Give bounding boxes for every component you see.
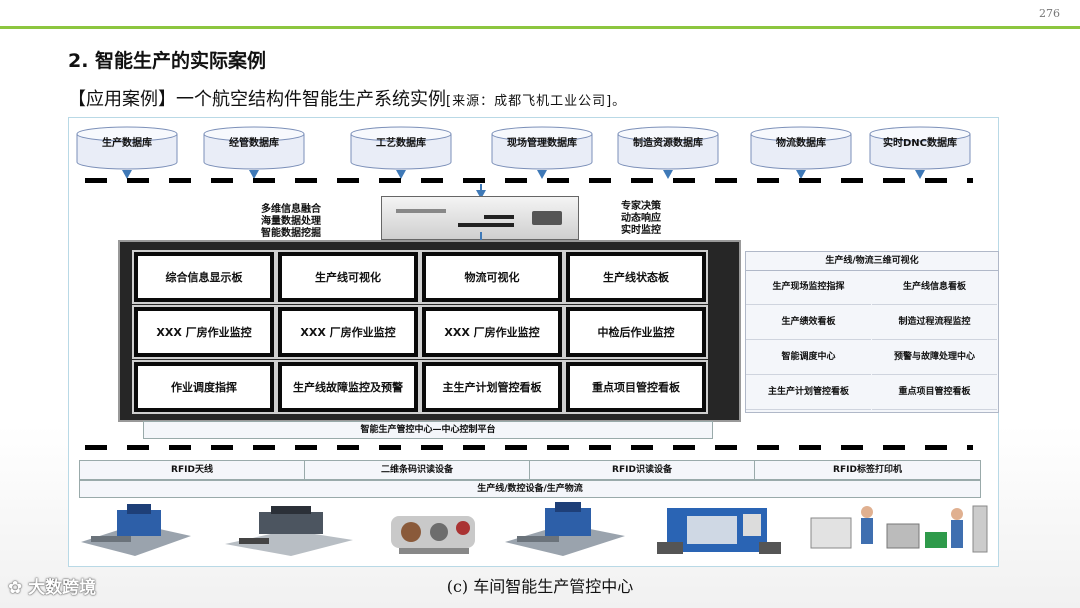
database-icon [350,126,452,170]
logo-text: 大数跨境 [28,578,97,598]
database-icon [491,126,593,170]
page-number: 276 [1039,7,1060,20]
cnc-machine-icon [657,508,781,554]
visualization-panel-cell: 主生产计划管控看板 [746,375,871,410]
monitor-screen: 生产线可视化 [276,250,420,304]
monitor-screen: 重点项目管控看板 [564,360,708,414]
arrow-stem-server [480,184,482,190]
production-line-bar: 生产线/数控设备/生产物流 [79,480,981,498]
arrow-down-icon [915,170,925,179]
monitor-screen: 中检后作业监控 [564,305,708,359]
database-label: 工艺数据库 [376,138,426,149]
arrow-down-icon [476,190,486,199]
milling-machine-icon [81,504,191,556]
engine-assembly-icon [391,516,475,554]
subtitle-main: 【应用案例】一个航空结构件智能生产系统实例 [68,89,446,110]
database-label: 实时DNC数据库 [882,138,957,149]
database-label: 现场管理数据库 [507,138,577,149]
visualization-panel-cell: 生产绩效看板 [746,305,871,340]
database-icon [76,126,178,170]
monitor-screen: 生产线故障监控及预警 [276,360,420,414]
database-icon [617,126,719,170]
monitor-screen: XXX 厂房作业监控 [132,305,276,359]
monitor-screen: 物流可视化 [420,250,564,304]
slide-title: 2. 智能生产的实际案例 [68,50,267,72]
arrow-down-icon [663,170,673,179]
database-label: 制造资源数据库 [633,138,703,149]
database-label: 生产数据库 [102,138,152,149]
device-cell-rfid-reader: RFID识读设备 [529,460,755,480]
database-icon [869,126,971,170]
server-right-text: 专家决策动态响应实时监控 [621,201,661,236]
database-cylinder: 制造资源数据库 [616,126,720,170]
arrow-down-icon [249,170,259,179]
milling-machine-icon [505,502,625,556]
monitor-screen: XXX 厂房作业监控 [420,305,564,359]
database-cylinder: 实时DNC数据库 [868,126,972,170]
database-cylinder: 物流数据库 [749,126,853,170]
device-cell-rfid-antenna: RFID天线 [79,460,305,480]
control-platform-bar: 智能生产管控中心—中心控制平台 [143,421,713,439]
monitor-screen: 生产线状态板 [564,250,708,304]
monitor-screen: XXX 厂房作业监控 [276,305,420,359]
visualization-panel-cell: 重点项目管控看板 [872,375,997,410]
watermark-logo: ✿ 大数跨境 [8,578,97,598]
visualization-panel-cell: 生产现场监控指挥 [746,270,871,305]
arrow-down-icon [122,170,132,179]
device-cell-barcode-reader: 二维条码识读设备 [304,460,530,480]
logistics-workers-icon [810,505,988,553]
database-label: 经管数据库 [229,138,279,149]
gantry-machine-icon [225,506,353,556]
figure-caption: (c) 车间智能生产管控中心 [446,577,634,596]
database-cylinder: 现场管理数据库 [490,126,594,170]
visualization-panel-cell: 制造过程流程监控 [872,305,997,340]
arrow-down-icon [537,170,547,179]
data-bus-top [85,178,973,183]
monitor-screen: 主生产计划管控看板 [420,360,564,414]
slide-subtitle: 【应用案例】一个航空结构件智能生产系统实例[来源：成都飞机工业公司]。 [68,85,626,111]
visualization-panel-cell: 智能调度中心 [746,340,871,375]
database-label: 物流数据库 [776,138,826,149]
visualization-panel: 生产线/物流三维可视化 生产现场监控指挥生产线信息看板生产绩效看板制造过程流程监… [745,251,999,413]
data-bus-bottom [85,445,973,450]
database-cylinder: 生产数据库 [75,126,179,170]
database-cylinder: 工艺数据库 [349,126,453,170]
top-accent-bar [0,26,1080,29]
device-cell-rfid-printer: RFID标签打印机 [754,460,981,480]
system-diagram: 生产数据库 经管数据库 工艺数据库 现场管理数据库 制造资源数据库 物流数据库 实时DNC数… [68,117,999,567]
arrow-stem-wall [480,232,482,242]
monitor-screen: 综合信息显示板 [132,250,276,304]
arrow-down-icon [396,170,406,179]
database-cylinder: 经管数据库 [202,126,306,170]
arrow-down-icon [796,170,806,179]
server-left-text: 多维信息融合海量数据处理智能数据挖掘 [261,204,321,239]
visualization-panel-header: 生产线/物流三维可视化 [746,252,998,271]
visualization-panel-cell: 生产线信息看板 [872,270,997,305]
subtitle-source: [来源：成都飞机工业公司]。 [446,94,627,109]
visualization-panel-cell: 预警与故障处理中心 [872,340,997,375]
monitor-screen: 作业调度指挥 [132,360,276,414]
database-icon [203,126,305,170]
database-icon [750,126,852,170]
